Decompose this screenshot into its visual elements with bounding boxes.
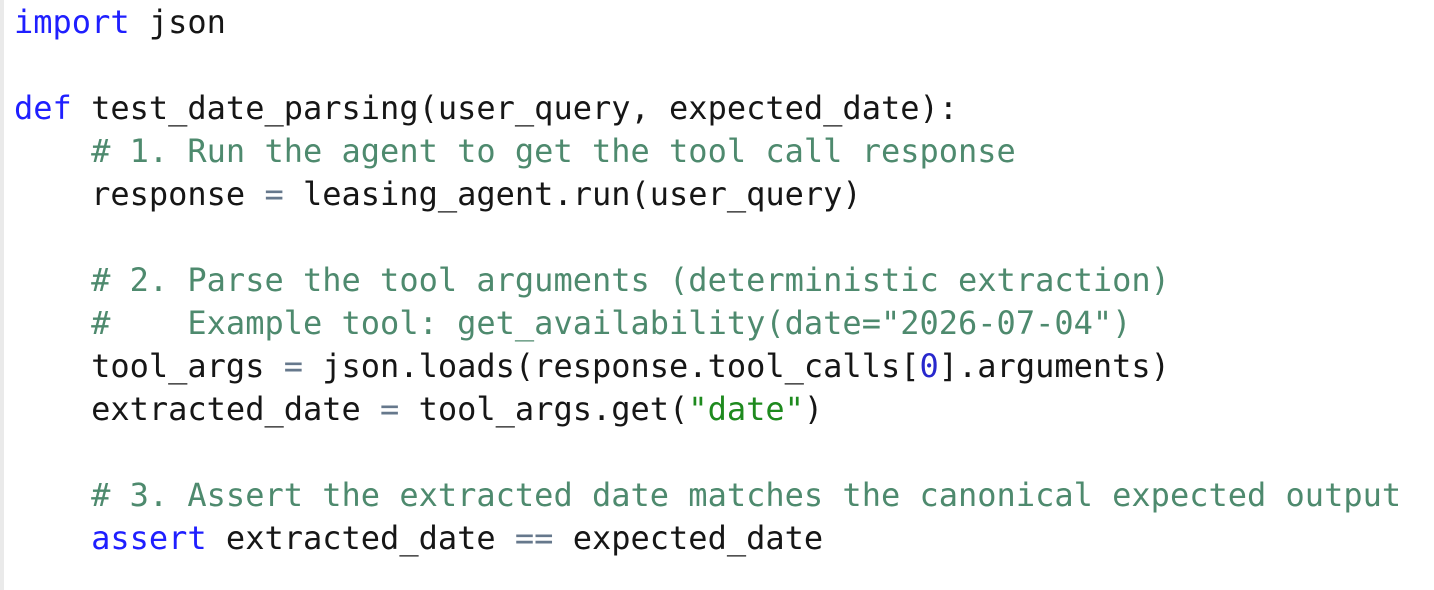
code-line: extracted_date = tool_args.get("date") — [14, 388, 1434, 431]
code-token-num: 0 — [919, 347, 939, 385]
code-line — [14, 44, 1434, 87]
code-token-pl: response — [14, 175, 265, 213]
code-token-com: # Example tool: get_availability(date="2… — [91, 304, 1132, 342]
code-token-op: == — [514, 519, 554, 557]
code-token-com: # 3. Assert the extracted date matches t… — [91, 476, 1402, 514]
code-token-kw: import — [14, 3, 130, 41]
code-token-pl — [14, 476, 91, 514]
code-line: # 3. Assert the extracted date matches t… — [14, 474, 1434, 517]
code-token-str: "date" — [688, 390, 804, 428]
code-token-pl — [14, 261, 91, 299]
code-line — [14, 431, 1434, 474]
code-token-pl: ) — [803, 390, 824, 428]
code-line: assert extracted_date == expected_date — [14, 517, 1434, 560]
code-token-op: = — [264, 175, 284, 213]
code-line: def test_date_parsing(user_query, expect… — [14, 87, 1434, 130]
code-token-pl: json — [129, 3, 226, 41]
code-token-pl: leasing_agent.run(user_query) — [283, 175, 862, 213]
code-token-op: = — [283, 347, 303, 385]
code-token-pl — [14, 519, 91, 557]
code-token-op: = — [380, 390, 400, 428]
code-token-com: # 2. Parse the tool arguments (determini… — [91, 261, 1170, 299]
code-line — [14, 216, 1434, 259]
code-token-pl — [14, 304, 91, 342]
code-token-pl: test_date_parsing(user_query, expected_d… — [71, 89, 959, 127]
code-token-pl: ].arguments) — [938, 347, 1170, 385]
code-token-pl: tool_args.get( — [399, 390, 689, 428]
code-line: # 2. Parse the tool arguments (determini… — [14, 259, 1434, 302]
code-line: # Example tool: get_availability(date="2… — [14, 302, 1434, 345]
code-block-left-edge — [0, 0, 4, 590]
code-token-pl: extracted_date — [206, 519, 515, 557]
code-token-pl: extracted_date — [14, 390, 381, 428]
code-line: tool_args = json.loads(response.tool_cal… — [14, 345, 1434, 388]
code-line: # 1. Run the agent to get the tool call … — [14, 130, 1434, 173]
code-token-kw: assert — [91, 519, 207, 557]
code-token-kw: def — [14, 89, 72, 127]
code-token-com: # 1. Run the agent to get the tool call … — [91, 132, 1016, 170]
code-token-pl: json.loads(response.tool_calls[ — [302, 347, 920, 385]
code-line: response = leasing_agent.run(user_query) — [14, 173, 1434, 216]
code-token-pl: expected_date — [553, 519, 824, 557]
code-token-pl: tool_args — [14, 347, 284, 385]
code-line: import json — [14, 1, 1434, 44]
code-token-pl — [14, 132, 91, 170]
